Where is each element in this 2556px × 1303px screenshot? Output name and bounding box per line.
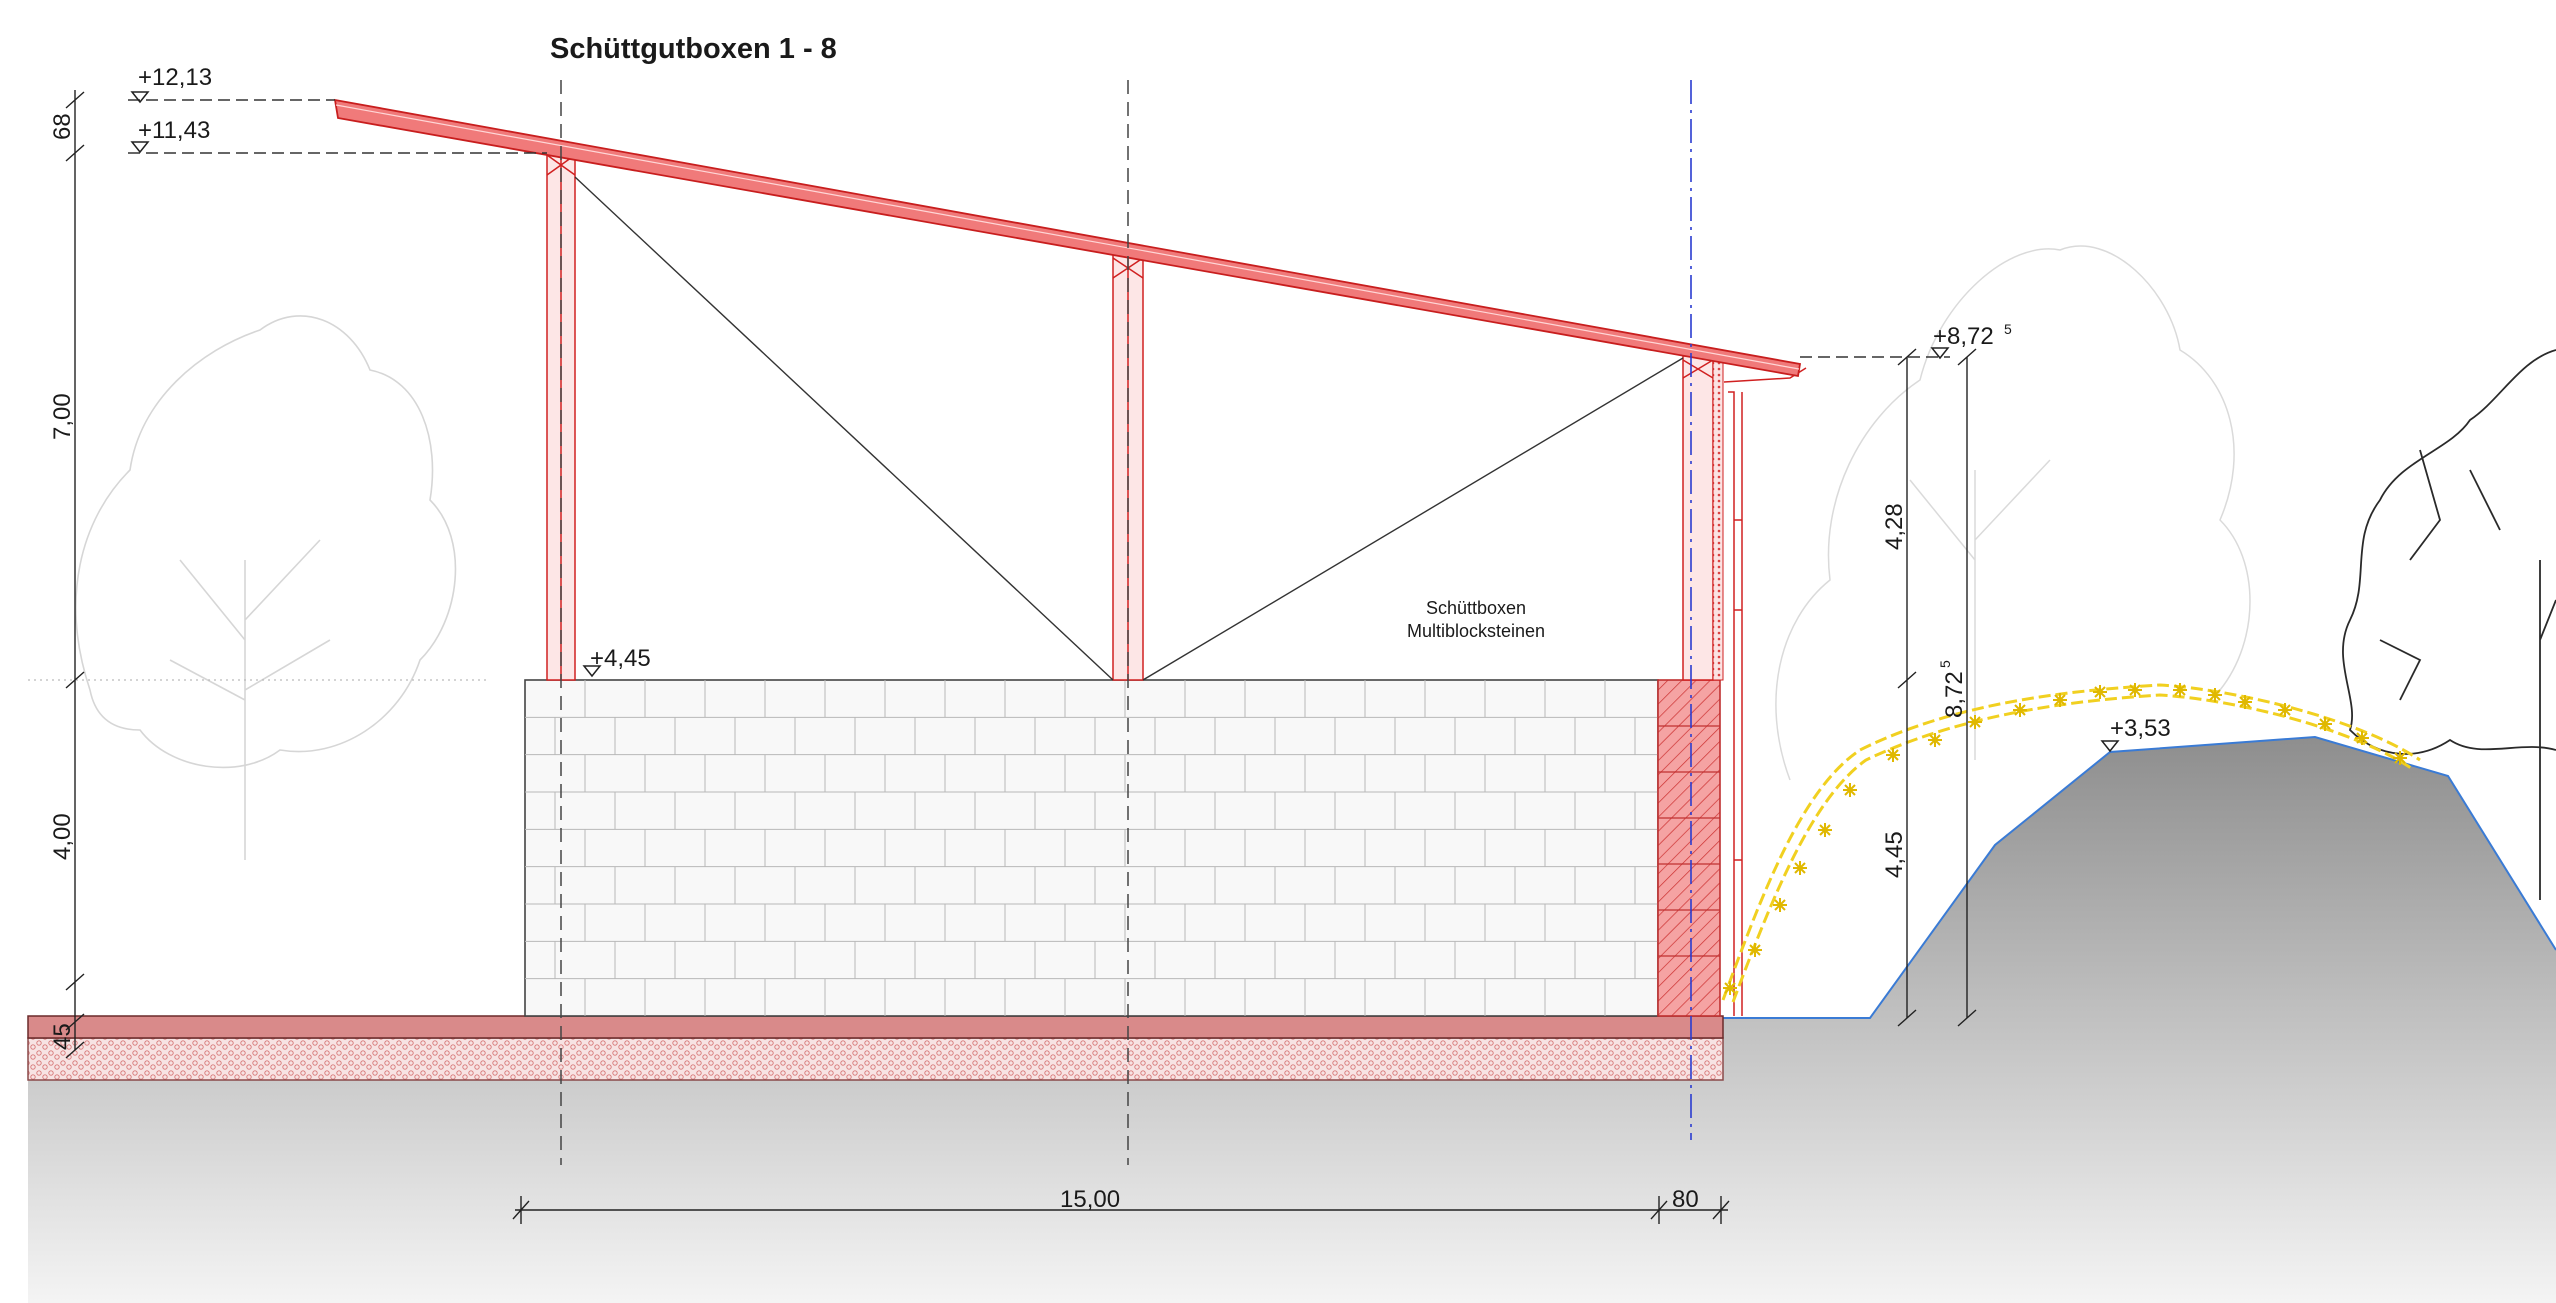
box-label-line1: Schüttboxen	[1426, 598, 1526, 618]
dim-bottom-span: 15,00	[1060, 1186, 1120, 1213]
dim-left-400: 4,00	[49, 813, 76, 860]
floor-slab	[27, 1015, 1724, 1039]
dim-left-700: 7,00	[49, 393, 76, 440]
level-top: +12,13	[138, 64, 212, 91]
end-wall-hatch	[1657, 679, 1721, 1017]
dim-right-872-sup: 5	[1937, 660, 1953, 668]
dim-left-45: 45	[49, 1023, 76, 1050]
level-rafter: +11,43	[138, 117, 210, 144]
dim-chain-bottom	[512, 1196, 1730, 1224]
dim-chain-right	[1897, 348, 1977, 1027]
hedge-markers	[1723, 683, 2407, 995]
level-eave-sup: 5	[2004, 321, 2012, 337]
dim-bottom-end: 80	[1672, 1186, 1699, 1213]
tree-left-icon	[75, 315, 457, 860]
downpipe	[1723, 367, 1807, 1016]
level-leaders	[128, 99, 1950, 358]
drawing-title: Schüttgutboxen 1 - 8	[550, 33, 837, 65]
tree-center-icon	[1775, 245, 2251, 781]
gravel-layer	[27, 1037, 1724, 1081]
dim-right-428: 4,28	[1881, 503, 1908, 550]
level-triangle-icon	[130, 91, 2120, 753]
block-wall	[524, 679, 1659, 1017]
tree-right-icon	[2342, 349, 2556, 900]
cladding-strip	[1712, 355, 1724, 681]
dim-left-68: 68	[49, 113, 76, 140]
grid-lines	[560, 80, 1129, 1165]
box-label-line2: Multiblocksteinen	[1407, 621, 1545, 641]
level-eave: +8,72	[1933, 323, 1994, 350]
column-right	[1682, 355, 1714, 681]
bracing	[574, 176, 1684, 681]
roof	[333, 98, 1802, 378]
level-berm: +3,53	[2110, 715, 2171, 742]
level-wall: +4,45	[590, 645, 651, 672]
dim-chain-left	[65, 90, 85, 1059]
ground	[28, 737, 2556, 1303]
dim-right-872: 8,72	[1941, 671, 1968, 718]
dim-right-445: 4,45	[1881, 831, 1908, 878]
